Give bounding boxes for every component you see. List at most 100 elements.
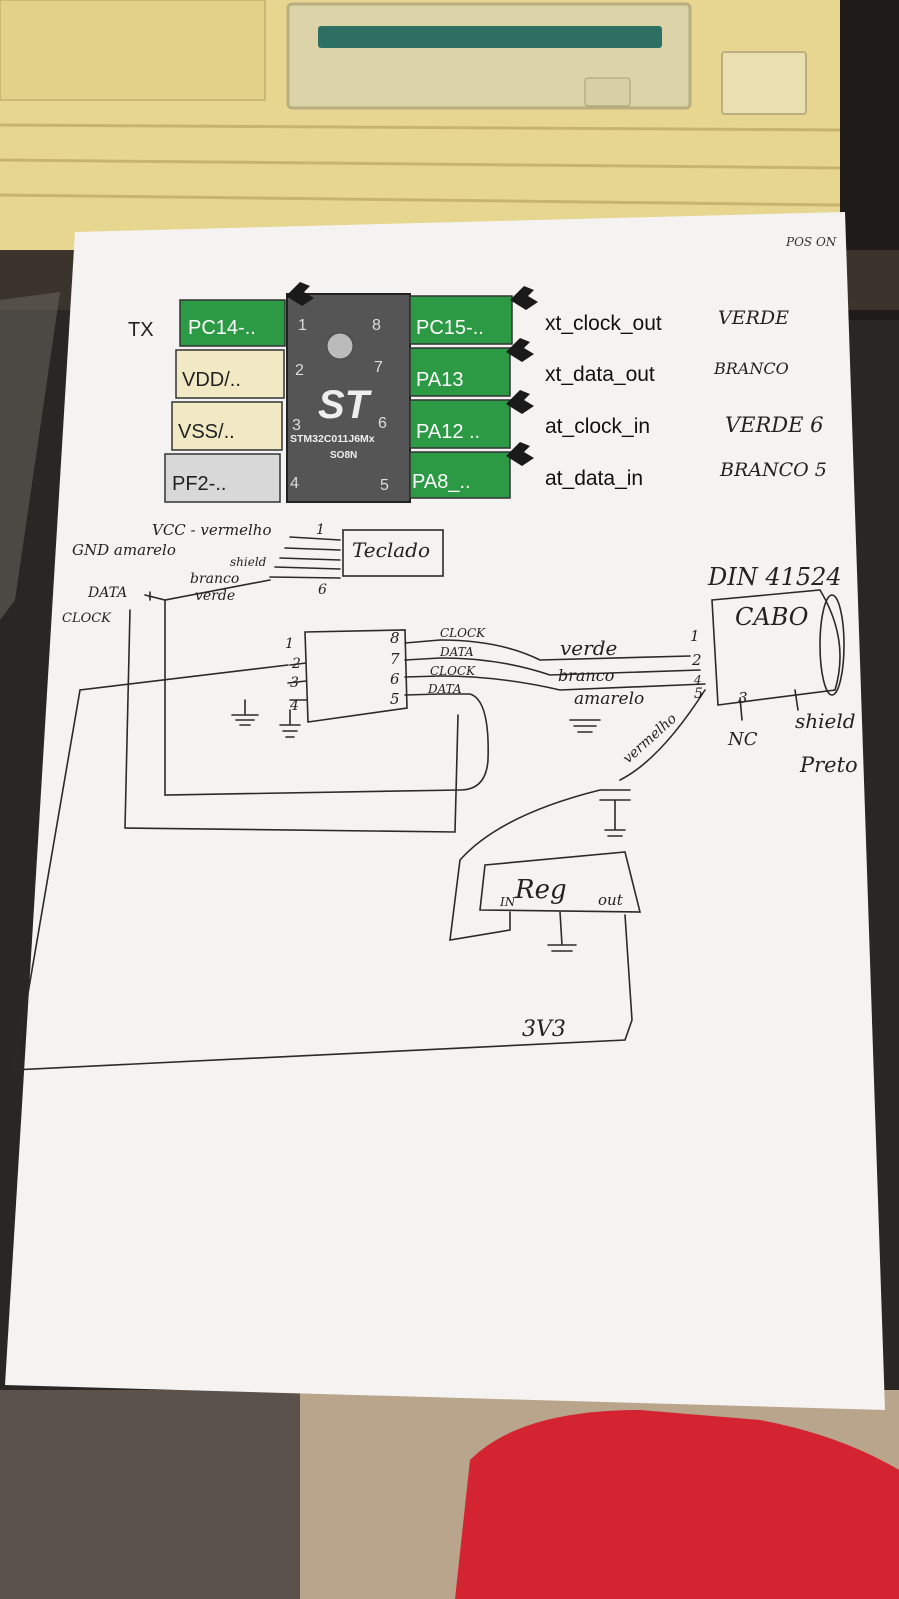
teclado-wire-gnd: GND amarelo — [72, 541, 176, 559]
regulator-in-label: IN — [499, 895, 516, 909]
pin-label-pa8: PA8_.. — [412, 471, 471, 493]
pin-label-pc14: PC14-.. — [188, 317, 256, 339]
pushpin-icon — [506, 338, 534, 362]
pushpin-icon — [506, 442, 534, 466]
pin-label-pf2: PF2-.. — [172, 473, 226, 495]
teclado-connector — [342, 529, 444, 577]
teclado-wire-vcc: VCC - vermelho — [152, 521, 272, 539]
clock-label: CLOCK — [62, 611, 112, 626]
floppy-eject-button — [584, 77, 631, 107]
pin-number-8: 8 — [372, 317, 381, 334]
mcu-label-data-1: DATA — [439, 645, 474, 659]
wire-branco: branco — [558, 666, 614, 685]
cabo-ring — [819, 594, 845, 696]
chip-package: SO8N — [330, 450, 357, 461]
teclado-wire-verde: verde — [195, 588, 235, 604]
teclado-label: Teclado — [352, 538, 430, 562]
mcu-left-pin-4: 4 — [289, 698, 299, 714]
pin-label-pc15: PC15-.. — [416, 317, 484, 339]
cabo-pin-2: 2 — [691, 651, 702, 669]
output-3v3-label: 3V3 — [522, 1017, 566, 1042]
mcu-right-pin-8: 8 — [390, 629, 400, 647]
case-groove — [0, 193, 841, 207]
wire-amarelo: amarelo — [574, 689, 644, 709]
case-groove — [0, 158, 841, 170]
pin-box-pc14 — [179, 299, 286, 347]
cabo-label: CABO — [735, 603, 809, 631]
case-panel-left — [0, 0, 266, 101]
regulator-label: Reg — [514, 875, 567, 905]
pin-label-pa13: PA13 — [416, 369, 463, 391]
mcu-left-pin-3: 3 — [290, 675, 299, 691]
pushpin-icon — [286, 282, 314, 306]
note-verde-6: VERDE 6 — [725, 413, 824, 437]
mcu-right-pin-5: 5 — [390, 690, 400, 708]
signal-name-at-clock-in: at_clock_in — [545, 415, 650, 438]
pin-number-4: 4 — [290, 475, 299, 492]
shield-label: shield — [795, 709, 856, 733]
wire-verde: verde — [560, 636, 617, 660]
regulator-out-label: out — [598, 891, 624, 909]
pushpin-icons — [286, 282, 538, 466]
chip-body — [286, 293, 411, 503]
pin-box-pf2 — [164, 453, 281, 503]
regulator-box — [479, 851, 642, 913]
pin-number-2: 2 — [295, 362, 304, 379]
mcu-sketch-box — [304, 629, 408, 723]
data-label: DATA — [87, 585, 127, 601]
note-branco-5: BRANCO 5 — [719, 459, 827, 481]
pin-number-3: 3 — [292, 417, 301, 434]
red-object — [455, 1410, 899, 1599]
pin-number-6: 6 — [378, 415, 387, 432]
cabo-pin-3: 3 — [738, 689, 748, 707]
mcu-label-clock-2: CLOCK — [430, 664, 476, 678]
printed-pinout — [164, 293, 513, 503]
signal-name-xt-data-out: xt_data_out — [545, 363, 655, 386]
case-groove — [0, 123, 841, 132]
note-verde-1: VERDE — [718, 307, 789, 329]
teclado-wire-branco: branco — [190, 571, 239, 587]
pushpin-icon — [506, 390, 534, 414]
mcu-left-pin-1: 1 — [285, 636, 294, 652]
signal-name-at-data-in: at_data_in — [545, 467, 643, 490]
st-logo: ST — [318, 383, 373, 427]
pin-box-pc15 — [409, 295, 513, 345]
paper-shadow-left — [0, 292, 60, 620]
tx-label: TX — [128, 319, 154, 341]
pin-label-pa12: PA12 .. — [416, 421, 480, 443]
mcu-right-pin-7: 7 — [390, 650, 400, 668]
din-title: DIN 41524 — [707, 563, 842, 591]
pin-box-pa8 — [409, 451, 511, 499]
shield-color: Preto — [799, 753, 858, 777]
pin-box-pa13 — [409, 347, 511, 397]
cabo-pin-1: 1 — [690, 627, 700, 645]
pin-box-vdd — [175, 349, 285, 399]
schematic-wires — [10, 529, 845, 1071]
chip-part-number: STM32C011J6Mx — [290, 433, 375, 445]
cabo-pin-4: 4 — [693, 673, 702, 687]
mcu-right-pin-6: 6 — [390, 670, 400, 688]
pin-number-7: 7 — [374, 359, 383, 376]
corner-note: POS ON — [785, 235, 837, 249]
paper-sheet — [5, 212, 885, 1410]
teclado-pin-6: 6 — [318, 582, 327, 598]
signal-name-xt-clock-out: xt_clock_out — [545, 312, 662, 335]
mcu-label-clock-1: CLOCK — [440, 626, 486, 640]
pin-number-5: 5 — [380, 477, 389, 494]
floppy-slot — [318, 26, 662, 48]
cabo-pin-5: 5 — [694, 686, 703, 702]
teclado-wire-shield: shield — [230, 555, 267, 569]
mcu-left-pin-2: 2 — [291, 656, 301, 672]
floor-shadow — [0, 1390, 300, 1599]
power-button — [721, 51, 807, 115]
cabo-connector — [711, 589, 841, 706]
nc-label: NC — [727, 729, 758, 750]
mcu-label-data-2: DATA — [427, 682, 462, 696]
pin-label-vdd: VDD/.. — [182, 369, 241, 391]
pin-box-pa12 — [409, 399, 511, 449]
pushpin-icon — [510, 286, 538, 310]
pin-box-vss — [171, 401, 283, 451]
pin-number-1: 1 — [298, 317, 307, 334]
note-branco-1: BRANCO — [713, 359, 789, 378]
